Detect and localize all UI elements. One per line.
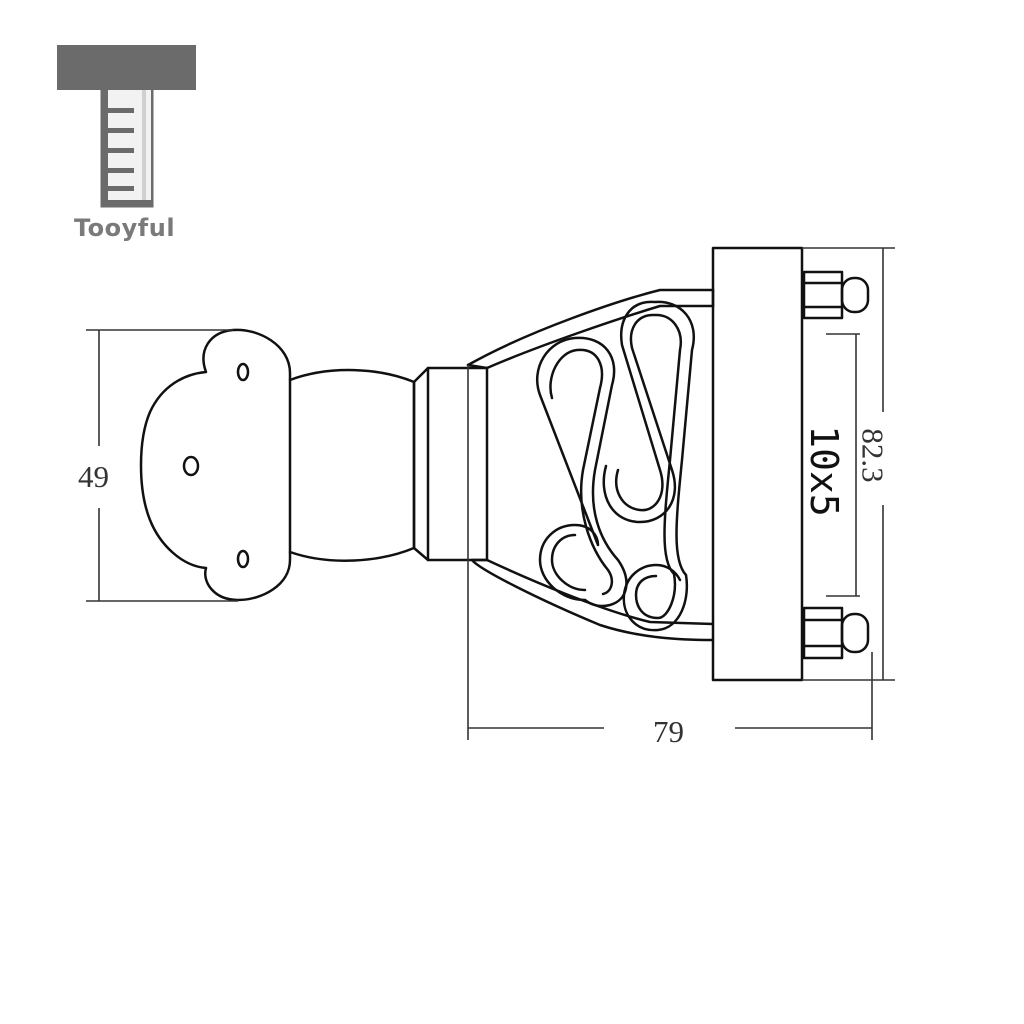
neck (288, 368, 416, 562)
scroll-right (602, 300, 695, 632)
collar (412, 366, 489, 562)
dimension-width-label: 49 (78, 459, 109, 494)
tooyful-logo-icon (57, 45, 196, 208)
screw-hole-top (236, 362, 250, 382)
dimension-height-label: 82.3 (855, 428, 891, 483)
screw-hole-middle (182, 455, 200, 477)
nut-bottom (802, 606, 844, 660)
mounting-plate (139, 328, 292, 602)
nut-top (802, 270, 844, 320)
brand-name: Tooyful (74, 214, 176, 242)
frame-outer (466, 288, 715, 367)
scroll-left (535, 336, 628, 608)
dimension-length-label: 79 (653, 714, 684, 749)
brand-logo: Tooyful (0, 0, 240, 260)
screw-hole-bottom (236, 549, 250, 569)
back-bar (711, 246, 804, 682)
spec-label: 10x5 (801, 425, 846, 517)
